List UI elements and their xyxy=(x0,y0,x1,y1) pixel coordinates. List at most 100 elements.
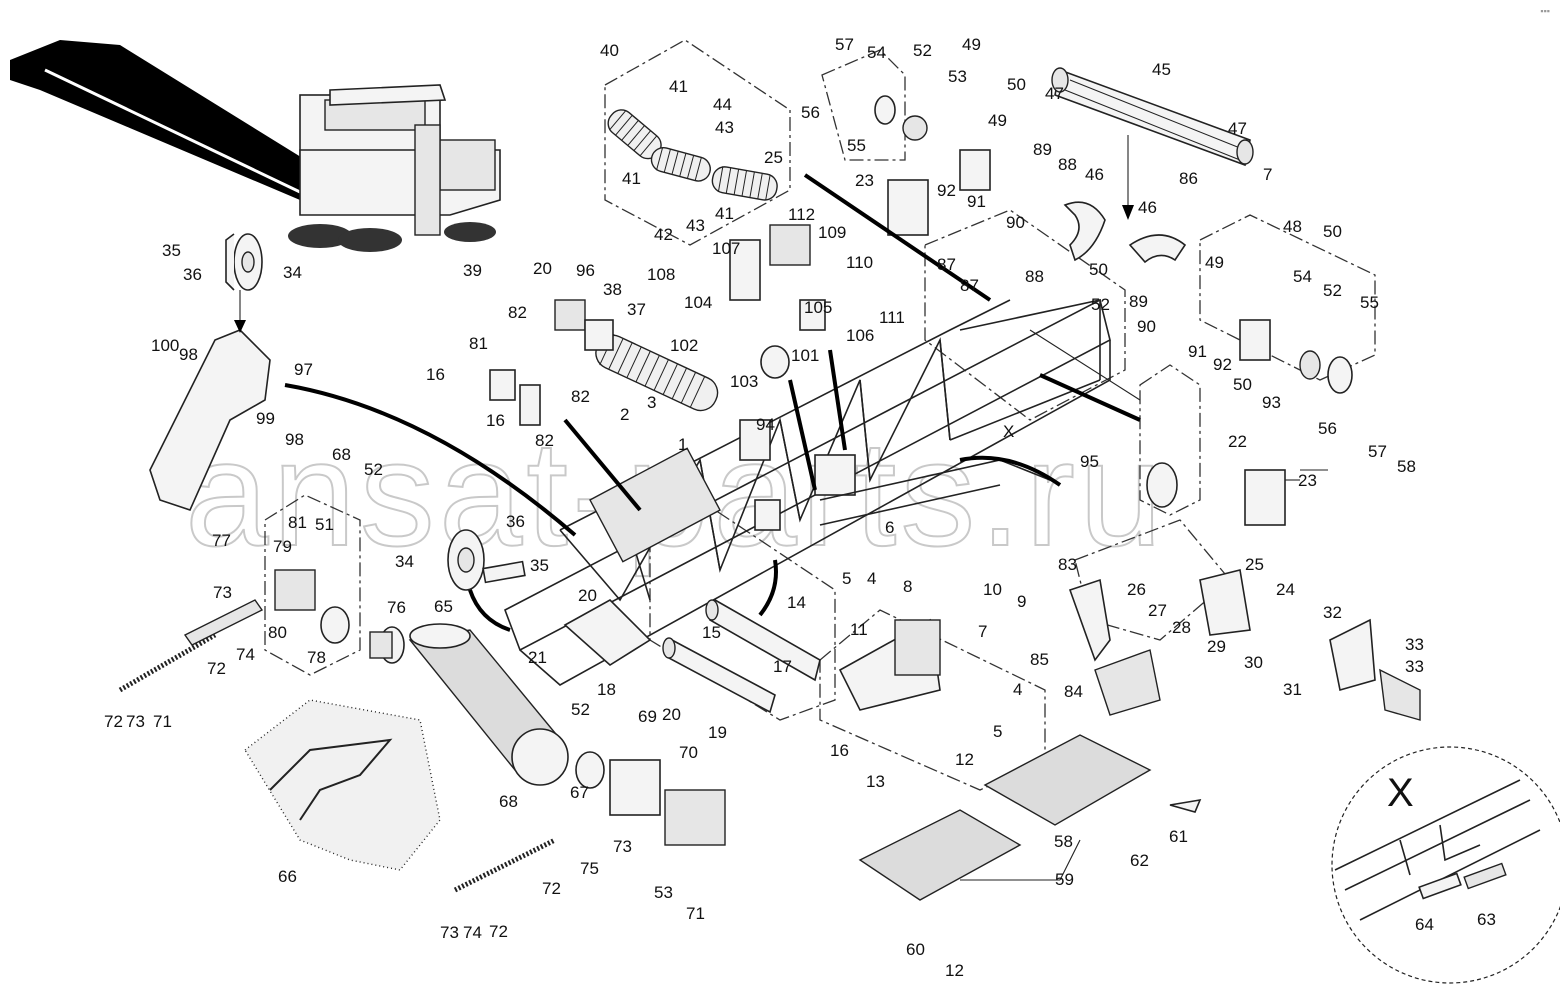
callout-90: 90 xyxy=(1006,213,1025,232)
callout-41: 41 xyxy=(715,204,734,223)
callout-5: 5 xyxy=(842,569,851,588)
callout-37: 37 xyxy=(627,300,646,319)
callout-104: 105 xyxy=(804,298,832,317)
callout-74: 75 xyxy=(580,859,599,878)
callout-5: 5 xyxy=(993,722,1002,741)
callout-29: 29 xyxy=(1207,637,1226,656)
callout-25: 25 xyxy=(764,148,783,167)
leader-curves xyxy=(284,173,1141,632)
callout-108: 109 xyxy=(818,223,846,242)
callout-68: 68 xyxy=(332,445,351,464)
callout-84: 85 xyxy=(1030,650,1049,669)
callout-95: 96 xyxy=(576,261,595,280)
callout-49: 49 xyxy=(962,35,981,54)
callout-33: 33 xyxy=(1405,635,1424,654)
callout-72: 73 xyxy=(440,923,459,942)
callout-76: 77 xyxy=(212,531,231,550)
callout-57: 58 xyxy=(1397,457,1416,476)
callout-56: 56 xyxy=(801,103,820,122)
left-parts xyxy=(149,224,826,666)
callout-4: 4 xyxy=(867,569,876,588)
callout-82: 82 xyxy=(571,387,590,406)
callout-52: 52 xyxy=(913,41,932,60)
callout-56: 57 xyxy=(1368,442,1387,461)
callout-11: 11 xyxy=(850,620,868,639)
conveyor-frame xyxy=(504,298,1111,686)
callout-68: 69 xyxy=(638,707,657,726)
callout-73: 73 xyxy=(613,837,632,856)
callout-54: 54 xyxy=(867,43,886,62)
callout-49: 49 xyxy=(988,111,1007,130)
right-parts xyxy=(874,67,1353,526)
callout-47: 47 xyxy=(1228,119,1247,138)
callout-4: 4 xyxy=(1013,680,1022,699)
callout-96: 97 xyxy=(294,360,313,379)
callout-23: 23 xyxy=(1298,471,1317,490)
callout-100: 101 xyxy=(791,346,819,365)
detail-x-view xyxy=(1331,746,1560,984)
callout-91: 92 xyxy=(1213,355,1232,374)
callout-35: 35 xyxy=(530,556,549,575)
callout-12: 12 xyxy=(955,750,974,769)
callout-107: 108 xyxy=(647,265,675,284)
callout-57: 57 xyxy=(835,35,854,54)
callout-42: 42 xyxy=(654,225,673,244)
callout-92: 93 xyxy=(1262,393,1281,412)
callout-41: 41 xyxy=(622,169,641,188)
callout-38: 38 xyxy=(603,280,622,299)
callout-40: 40 xyxy=(600,41,619,60)
callout-32: 32 xyxy=(1323,603,1342,622)
callout-55: 56 xyxy=(1318,419,1337,438)
callout-50: 50 xyxy=(1089,260,1108,279)
callout-50: 50 xyxy=(1007,75,1026,94)
callout-98: 99 xyxy=(256,409,275,428)
callout-52: 52 xyxy=(364,460,383,479)
callout-52: 53 xyxy=(654,883,673,902)
callout-111: 112 xyxy=(788,205,815,224)
callout-7: 7 xyxy=(1263,165,1272,184)
callout-labels: 1 2 3 4 4 5 5 6 7 7 8 9 10 11 12 12 13 1… xyxy=(104,35,1496,980)
callout-105: 106 xyxy=(846,326,874,345)
callout-22: 22 xyxy=(1228,432,1247,451)
callout-54: 55 xyxy=(1360,293,1379,312)
callout-65: 66 xyxy=(278,867,297,886)
lower-parts xyxy=(838,569,1421,901)
callout-39: 39 xyxy=(463,261,482,280)
callout-15: 15 xyxy=(702,623,721,642)
callout-27: 27 xyxy=(1148,601,1167,620)
callout-93: 94 xyxy=(756,415,775,434)
callout-88: 88 xyxy=(1058,155,1077,174)
view-x-marker: X xyxy=(1003,422,1014,441)
detail-x-label: X xyxy=(1387,771,1414,815)
callout-109: 110 xyxy=(846,253,873,272)
callout-35: 35 xyxy=(162,241,181,260)
callout-31: 31 xyxy=(1283,680,1302,699)
callout-64: 65 xyxy=(434,597,453,616)
callout-53: 53 xyxy=(948,67,967,86)
callout-90: 91 xyxy=(1188,342,1207,361)
callout-53: 54 xyxy=(1293,267,1312,286)
callout-99: 100 xyxy=(151,336,179,355)
callout-47: 47 xyxy=(1045,84,1064,103)
callout-72: 72 xyxy=(104,712,123,731)
callout-75: 76 xyxy=(387,598,406,617)
callout-17: 17 xyxy=(773,657,792,676)
callout-106: 107 xyxy=(712,239,740,258)
callout-9: 9 xyxy=(1017,592,1026,611)
callout-59: 60 xyxy=(906,940,925,959)
callout-16: 16 xyxy=(486,411,505,430)
callout-82: 83 xyxy=(1058,555,1077,574)
callout-36: 36 xyxy=(183,265,202,284)
callout-13: 13 xyxy=(866,772,885,791)
callout-6: 6 xyxy=(885,518,894,537)
callout-16: 16 xyxy=(426,365,445,384)
callout-67: 68 xyxy=(499,792,518,811)
callout-34: 34 xyxy=(283,263,302,282)
callout-10: 10 xyxy=(983,580,1002,599)
callout-89: 90 xyxy=(1137,317,1156,336)
callout-92: 92 xyxy=(937,181,956,200)
callout-48: 48 xyxy=(1283,217,1302,236)
callout-18: 18 xyxy=(597,680,616,699)
callout-101: 102 xyxy=(670,336,698,355)
